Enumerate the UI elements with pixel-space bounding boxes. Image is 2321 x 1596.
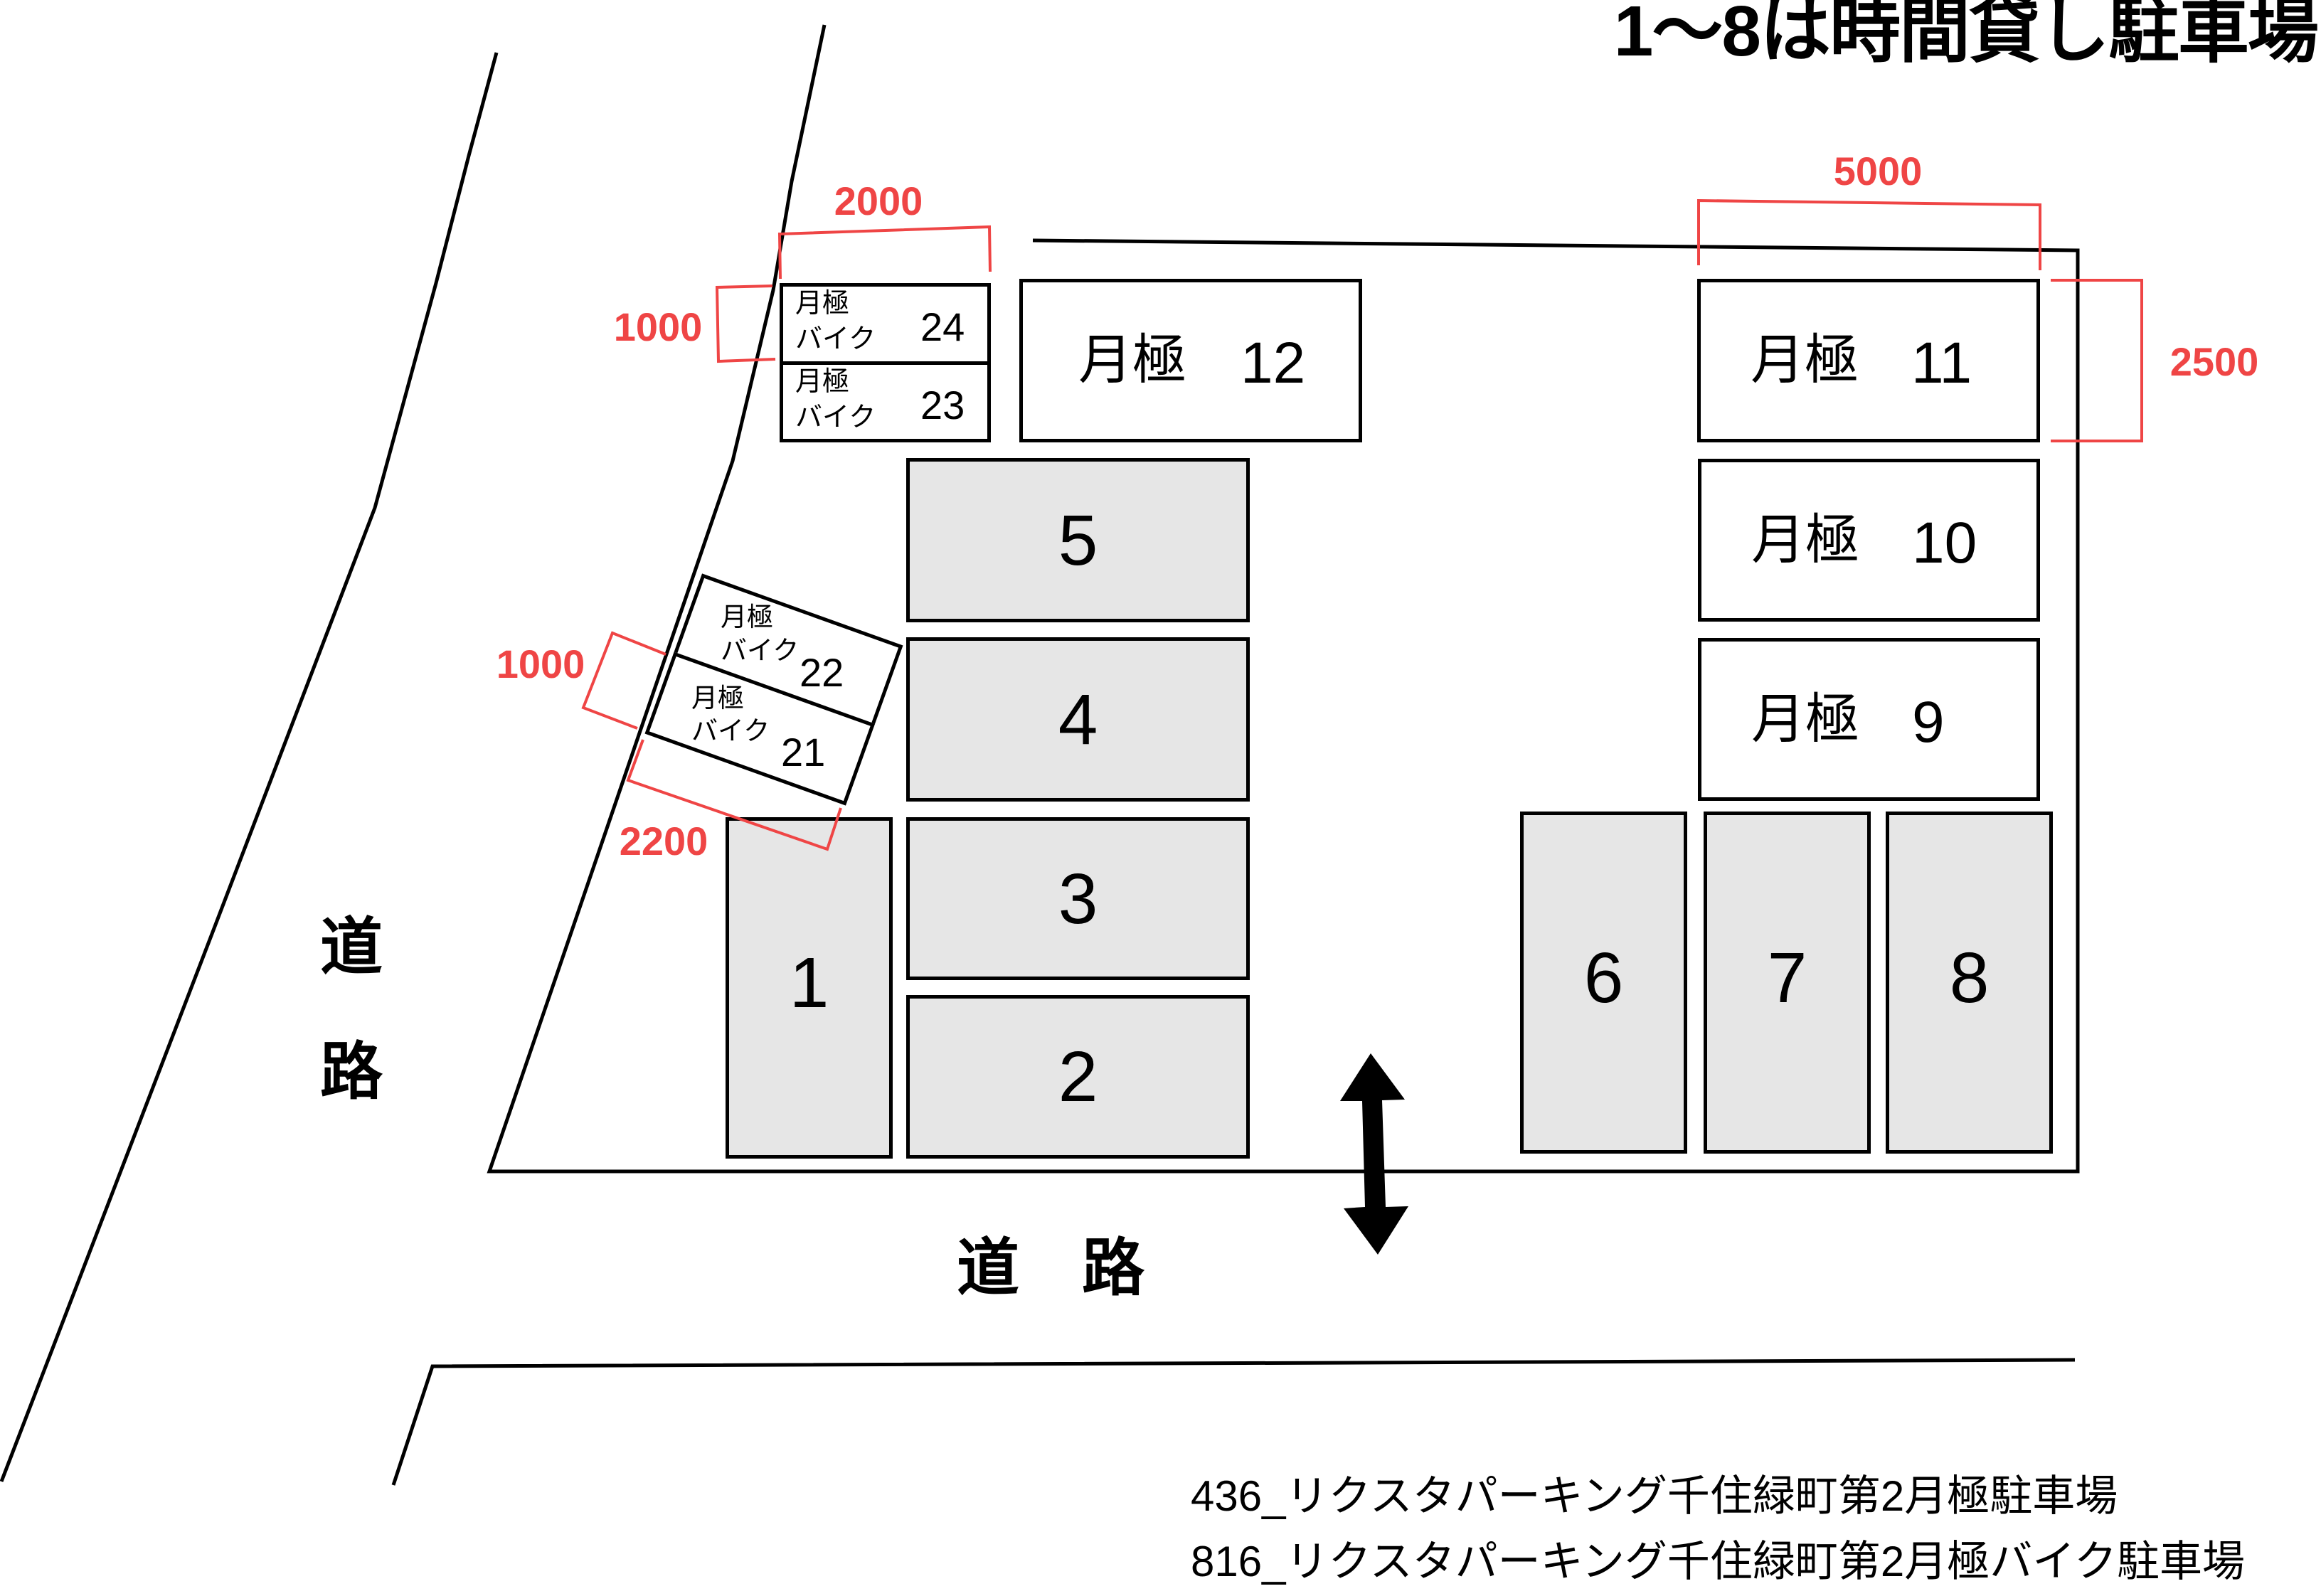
dimension-label-car-width: 5000: [1833, 149, 1923, 193]
space-21-number: 21: [781, 730, 826, 775]
space-number: 3: [1058, 858, 1098, 939]
space-number: 7: [1767, 937, 1807, 1018]
page-title: 1〜8は時間貸し駐車場: [1613, 0, 2319, 71]
angled-bike-spaces: [644, 573, 903, 806]
lot-name-bike: 816_リクスタパーキング千住緑町第2月極バイク駐車場: [1191, 1538, 2246, 1585]
parking-space-2: 2: [906, 995, 1250, 1159]
dimension-label-bike-width: 2000: [834, 179, 923, 223]
dimension-bracket-car-depth: [2051, 279, 2143, 442]
space-number: 24: [920, 304, 965, 349]
bike-label: バイク: [795, 403, 876, 432]
monthly-label: 月極: [795, 289, 850, 319]
bike-label: バイク: [795, 324, 876, 354]
dimension-label-angled-bike-depth: 1000: [496, 642, 585, 686]
space-22-number: 22: [800, 650, 844, 695]
space-number: 8: [1949, 937, 1990, 1018]
space-number: 9: [1912, 690, 1945, 755]
parking-space-5: 5: [906, 458, 1250, 622]
space-number: 5: [1058, 500, 1098, 580]
dimension-label-bike-depth: 1000: [613, 304, 703, 349]
space-number: 23: [920, 383, 965, 427]
road-label-left-1: 道: [320, 912, 383, 982]
space-number: 10: [1912, 511, 1977, 575]
parking-space-3: 3: [906, 817, 1250, 980]
monthly-label: 月極: [1751, 689, 1859, 750]
dimension-label-angled-bike-width: 2200: [619, 819, 708, 863]
parking-space-23: 月極 バイク 23: [780, 361, 991, 442]
parking-space-10: 月極 10: [1698, 459, 2040, 622]
parking-space-7: 7: [1704, 812, 1871, 1154]
parking-space-1: 1: [726, 817, 893, 1159]
parking-space-9: 月極 9: [1698, 638, 2040, 801]
space-22-bike-label: バイク: [721, 636, 800, 665]
space-number: 6: [1583, 937, 1624, 1018]
space-21-monthly-label: 月極: [691, 683, 744, 713]
entrance-double-arrow-icon: [1340, 1053, 1408, 1255]
monthly-label: 月極: [1751, 330, 1859, 390]
dimension-label-car-depth: 2500: [2169, 339, 2259, 384]
parking-space-4: 4: [906, 637, 1250, 802]
space-number: 2: [1058, 1037, 1098, 1117]
parking-space-24: 月極 バイク 24: [780, 283, 991, 365]
lot-name-car: 436_リクスタパーキング千住緑町第2月極駐車場: [1191, 1472, 2118, 1520]
space-number: 12: [1241, 331, 1306, 395]
dimension-bracket-car-width: [1697, 198, 2041, 270]
parking-space-12: 月極 12: [1019, 279, 1362, 442]
monthly-label: 月極: [1078, 330, 1186, 390]
parking-space-11: 月極 11: [1697, 279, 2040, 442]
parking-space-6: 6: [1520, 812, 1687, 1154]
space-number: 4: [1058, 679, 1098, 760]
road-label-bottom: 道 路: [957, 1233, 1145, 1303]
monthly-label: 月極: [795, 367, 850, 397]
dimension-bracket-bike-width: [777, 225, 992, 280]
space-21-bike-label: バイク: [691, 716, 770, 745]
road-edge-bottom-lower: [391, 1358, 2076, 1486]
space-number: 11: [1911, 331, 1972, 395]
road-edge-left-outer: [0, 52, 499, 1482]
space-number: 1: [789, 943, 829, 1023]
monthly-label: 月極: [1751, 510, 1859, 570]
space-22-monthly-label: 月極: [721, 602, 773, 632]
road-label-left-2: 路: [320, 1036, 383, 1107]
parking-space-8: 8: [1886, 812, 2053, 1154]
